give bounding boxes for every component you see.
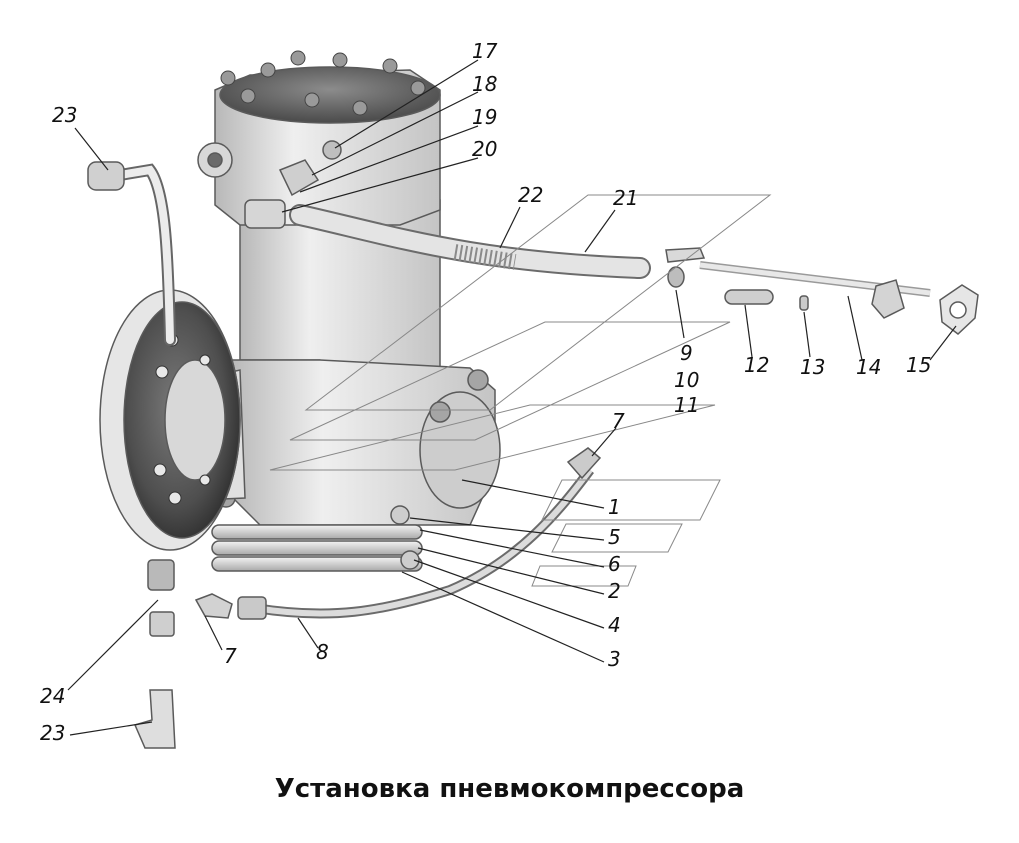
callout-6: 6 [608,552,621,576]
pipe-21-22 [289,204,651,279]
compressor-body [194,50,501,526]
drive-pulley [99,289,241,551]
callout-23-top: 23 [52,103,77,127]
callout-10: 10 [674,368,699,392]
callout-14: 14 [856,355,881,379]
callout-2: 2 [608,579,621,603]
callout-frames [269,194,772,587]
callout-23-bottom: 23 [40,721,65,745]
callout-11: 11 [674,393,699,417]
callout-21: 21 [613,186,638,210]
callout-24: 24 [40,684,65,708]
callout-7-bottom: 7 [224,644,237,668]
callout-3: 3 [608,647,621,671]
callout-19: 19 [472,105,497,129]
callout-4: 4 [608,613,621,637]
hose-24 [133,559,176,749]
callout-labels: 17 18 19 20 21 22 23 24 23 9 10 11 12 13… [40,39,931,745]
callout-20: 20 [472,137,497,161]
callout-17: 17 [472,39,498,63]
leader-lines [67,59,957,736]
callout-15: 15 [906,353,931,377]
callout-1: 1 [608,495,621,519]
figure-caption: Установка пневмокомпрессора [274,774,745,804]
pipe-8 [194,447,602,620]
callout-5: 5 [608,525,621,549]
head-bolts [220,50,426,116]
bolts-and-plates [211,505,423,572]
callout-7-right: 7 [612,409,625,433]
parts-9-15 [665,247,979,335]
compressor-assembly-drawing: 17 18 19 20 21 22 23 24 23 9 10 11 12 13… [40,39,979,749]
callout-9: 9 [680,341,693,365]
callout-22: 22 [518,183,543,207]
callout-18: 18 [472,72,497,96]
hose-23-top [87,161,176,346]
callout-8: 8 [316,640,329,664]
callout-13: 13 [800,355,825,379]
callout-12: 12 [744,353,769,377]
